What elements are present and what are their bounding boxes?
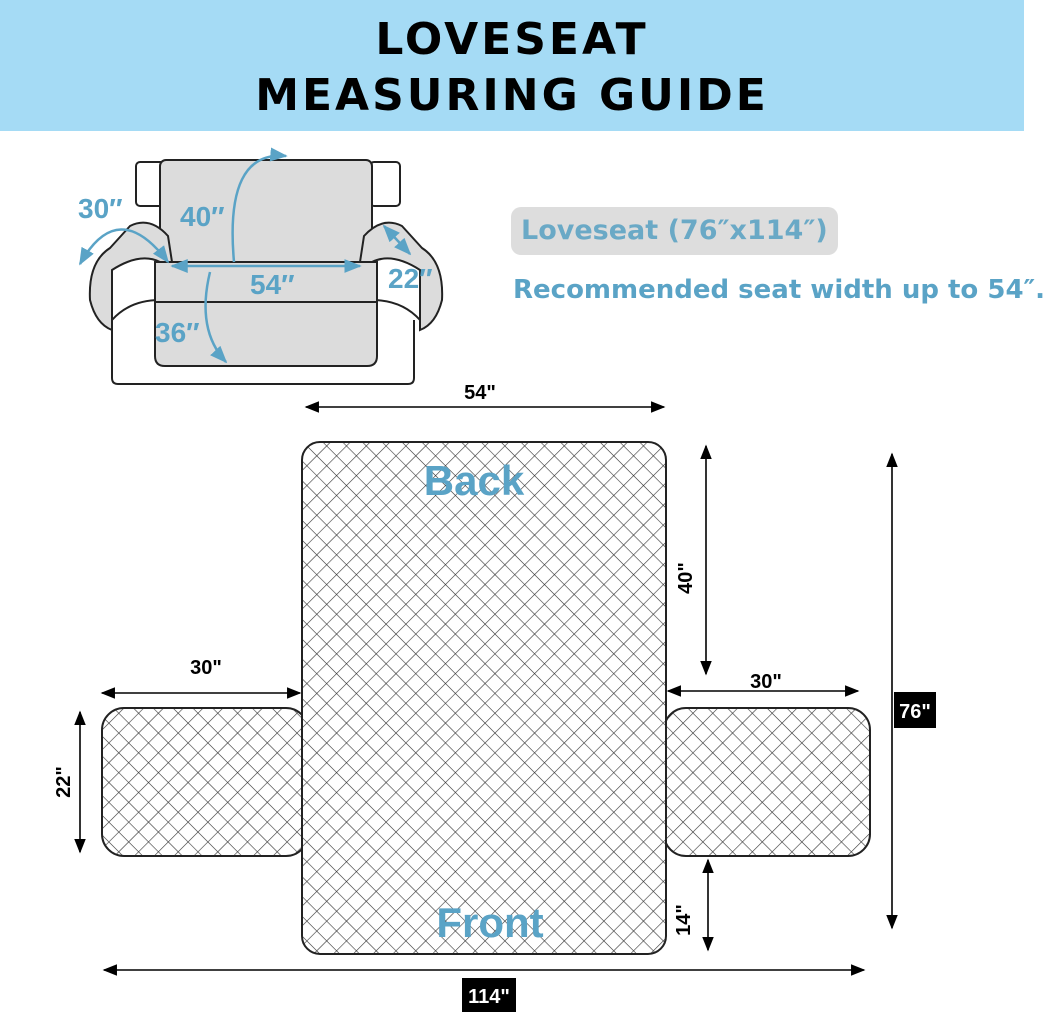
arm-width-label: 22″ <box>388 263 433 294</box>
title-banner: LOVESEAT MEASURING GUIDE <box>0 0 1024 131</box>
back-height-label: 40″ <box>180 201 225 232</box>
left-arm-panel <box>101 707 309 857</box>
title-line-1: LOVESEAT <box>375 14 649 65</box>
measuring-diagram: 30″ 40″ 54″ 22″ 36″ Back Front 54" 40" 3… <box>53 147 936 1012</box>
front-tuck-dim: 14" <box>673 904 695 936</box>
seat-depth-label: 36″ <box>155 317 200 348</box>
total-width-dim: 114" <box>468 986 510 1008</box>
back-label: Back <box>424 457 525 504</box>
main-cover-panel <box>301 441 667 955</box>
back-height-dim: 40" <box>675 562 697 594</box>
total-height-dim: 76" <box>899 701 931 723</box>
top-width-dim: 54" <box>464 382 496 404</box>
arm-depth-label: 30″ <box>78 193 123 224</box>
arm-width-dim: 22" <box>53 766 75 798</box>
model-size-badge: Loveseat (76″x114″) <box>511 207 838 255</box>
total-width-badge: 114" <box>462 978 516 1012</box>
seat-width-recommendation: Recommended seat width up to 54″. <box>513 275 1045 305</box>
seat-width-label: 54″ <box>250 269 295 300</box>
left-arm-length-dim: 30" <box>190 657 222 679</box>
cover-dimension-lines <box>74 401 898 976</box>
sketch-dimension-arrows <box>78 147 412 364</box>
total-height-badge: 76" <box>894 692 936 728</box>
right-arm-length-dim: 30" <box>750 671 782 693</box>
front-label: Front <box>436 899 543 946</box>
right-arm-panel <box>663 707 871 857</box>
cover-flat-layout <box>101 441 871 955</box>
title-line-2: MEASURING GUIDE <box>255 70 769 121</box>
